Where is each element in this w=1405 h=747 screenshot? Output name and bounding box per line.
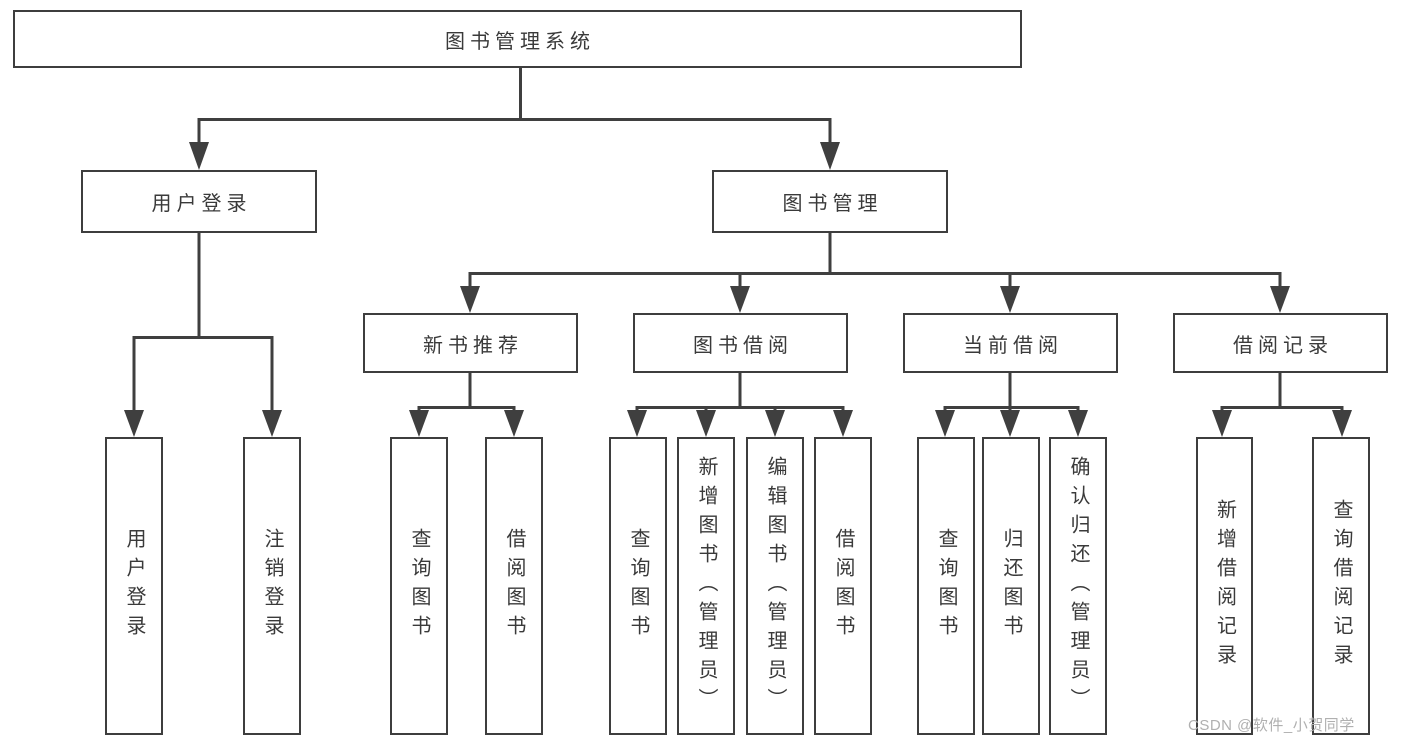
connector-book-borrowing-children bbox=[627, 373, 853, 437]
arrowhead-icon bbox=[189, 142, 209, 170]
arrowhead-icon bbox=[1270, 286, 1290, 313]
arrowhead-icon bbox=[1332, 410, 1352, 437]
connector-line bbox=[635, 406, 845, 412]
watermark: CSDN @软件_小贺同学 bbox=[1188, 717, 1355, 734]
node-query-books-current: 查询图书 bbox=[917, 437, 975, 735]
connector-root bbox=[189, 68, 840, 170]
node-edit-books-admin: 编辑图书（管理员） bbox=[746, 437, 804, 735]
node-book-management: 图书管理 bbox=[712, 170, 948, 233]
arrowhead-icon bbox=[504, 410, 524, 437]
node-borrow-books-recommend: 借阅图书 bbox=[485, 437, 543, 735]
arrowhead-icon bbox=[935, 410, 955, 437]
connector-line bbox=[417, 406, 516, 412]
arrowhead-icon bbox=[262, 410, 282, 437]
connector-user-login-children bbox=[124, 233, 282, 437]
node-user-login: 用户登录 bbox=[81, 170, 317, 233]
arrowhead-icon bbox=[730, 286, 750, 313]
node-user-login-action: 用户登录 bbox=[105, 437, 163, 735]
connector-line bbox=[468, 272, 1282, 288]
arrowhead-icon bbox=[124, 410, 144, 437]
node-new-book-recommendation: 新书推荐 bbox=[363, 313, 578, 373]
node-current-borrowing: 当前借阅 bbox=[903, 313, 1118, 373]
arrowhead-icon bbox=[833, 410, 853, 437]
node-add-borrow-record: 新增借阅记录 bbox=[1196, 437, 1253, 735]
connector-line bbox=[132, 336, 274, 412]
arrowhead-icon bbox=[409, 410, 429, 437]
arrowhead-icon bbox=[460, 286, 480, 313]
node-query-borrow-record: 查询借阅记录 bbox=[1312, 437, 1370, 735]
connector-line bbox=[1220, 406, 1344, 412]
connector-borrowing-records-children bbox=[1212, 373, 1352, 437]
node-root: 图书管理系统 bbox=[13, 10, 1022, 68]
node-add-books-admin: 新增图书（管理员） bbox=[677, 437, 735, 735]
arrowhead-icon bbox=[696, 410, 716, 437]
connector-new-book-children bbox=[409, 373, 524, 437]
node-query-books-recommend: 查询图书 bbox=[390, 437, 448, 735]
node-borrowing-records: 借阅记录 bbox=[1173, 313, 1388, 373]
arrowhead-icon bbox=[1000, 286, 1020, 313]
connector-line bbox=[197, 118, 832, 144]
arrowhead-icon bbox=[1000, 410, 1020, 437]
node-book-borrowing: 图书借阅 bbox=[633, 313, 848, 373]
arrowhead-icon bbox=[1212, 410, 1232, 437]
connector-book-management-children bbox=[460, 233, 1290, 313]
node-return-books: 归还图书 bbox=[982, 437, 1040, 735]
connector-current-borrowing-children bbox=[935, 373, 1088, 437]
node-logout-action: 注销登录 bbox=[243, 437, 301, 735]
arrowhead-icon bbox=[765, 410, 785, 437]
node-confirm-return-admin: 确认归还（管理员） bbox=[1049, 437, 1107, 735]
arrowhead-icon bbox=[1068, 410, 1088, 437]
node-query-books-borrowing: 查询图书 bbox=[609, 437, 667, 735]
node-borrow-books-borrowing: 借阅图书 bbox=[814, 437, 872, 735]
arrowhead-icon bbox=[627, 410, 647, 437]
arrowhead-icon bbox=[820, 142, 840, 170]
